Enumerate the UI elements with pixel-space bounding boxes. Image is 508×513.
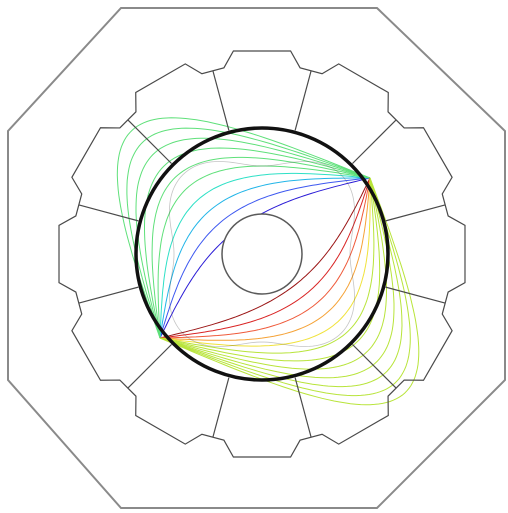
housing-outline — [7, 7, 506, 509]
stator-slot-line — [352, 119, 397, 164]
flux-line — [135, 137, 371, 339]
flux-line — [159, 177, 371, 339]
rotor-outline — [169, 161, 355, 347]
stator-geometry — [58, 50, 466, 458]
flux-line — [159, 177, 371, 339]
flux-line — [159, 177, 411, 397]
flux-line — [159, 177, 371, 339]
flux-lines-lower-right — [159, 177, 420, 406]
stator-slot-line — [385, 286, 446, 304]
stator-slot-line — [294, 70, 312, 131]
rotor-geometry — [169, 161, 355, 347]
stator-slot-line — [127, 119, 172, 164]
flux-line — [159, 177, 375, 354]
flux-line — [159, 177, 403, 388]
stator-slot-line — [294, 377, 312, 438]
stator-outline — [58, 50, 466, 458]
air-gap-circle — [134, 126, 390, 382]
flux-line — [159, 178, 371, 347]
stator-slot-line — [127, 344, 172, 389]
flux-line — [159, 177, 371, 339]
stator-slot-line — [78, 204, 139, 222]
stator-slot-line — [385, 204, 446, 222]
flux-line — [159, 177, 371, 341]
flux-line — [159, 177, 387, 370]
flux-line — [159, 177, 370, 339]
flux-line — [159, 177, 381, 362]
flux-lines-upper-left — [116, 117, 371, 339]
stator-slot-line — [212, 377, 230, 438]
stator-slot-line — [352, 344, 397, 389]
flux-line — [159, 172, 371, 339]
flux-line — [151, 156, 371, 339]
flux-line — [116, 117, 371, 339]
stator-slot-line — [78, 286, 139, 304]
shaft-circle — [221, 213, 303, 295]
flux-line — [144, 147, 371, 339]
stator-slot-line — [212, 70, 230, 131]
flux-line — [157, 165, 371, 339]
